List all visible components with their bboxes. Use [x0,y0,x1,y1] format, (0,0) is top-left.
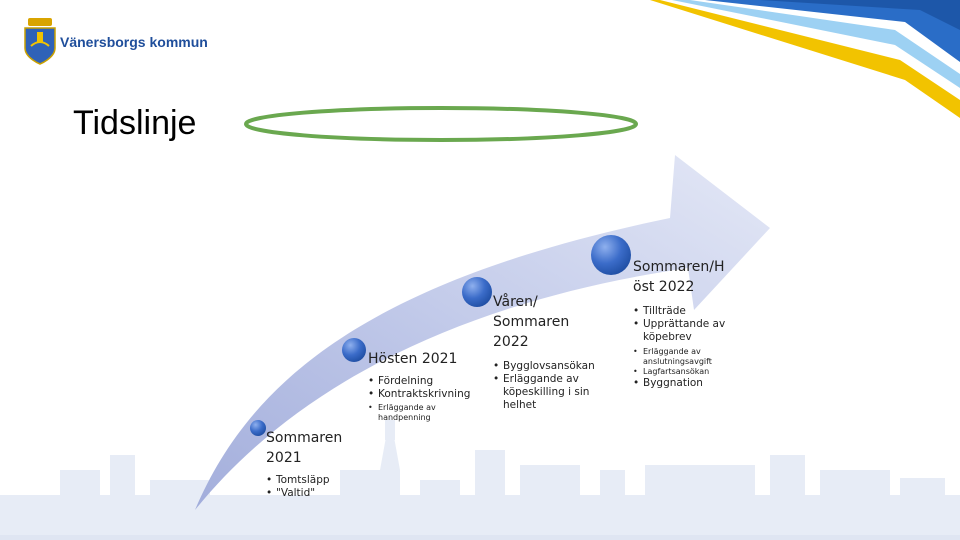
logo-text: Vänersborgs kommun [60,34,208,50]
stage-item: Tillträde [633,305,738,318]
stage-item: "Valtid" [266,487,376,500]
stage-item: Upprättande av köpebrev [633,318,738,344]
stage-title: Sommaren 2021 [266,430,343,466]
stage-item: Kontraktskrivning [368,388,488,401]
corner-stripes [650,0,960,118]
page-title: Tidslinje [73,104,197,142]
stage-title: Våren/ Sommaren 2022 [493,294,570,350]
city-skyline [0,415,960,540]
stage-title: Sommaren/H öst 2022 [633,259,725,295]
stage-title: Hösten 2021 [368,351,458,367]
stage-items: Tillträde Upprättande av köpebrev Erlägg… [633,305,738,390]
municipality-crest-icon [24,18,56,65]
stage-node-2 [342,338,366,362]
stage-2: Hösten 2021 Fördelning Kontraktskrivning… [368,349,488,423]
stage-items: Fördelning Kontraktskrivning Erläggande … [368,375,488,423]
logo [22,16,222,68]
stage-items: Bygglovsansökan Erläggande av köpeskilli… [493,360,595,412]
title-ellipse [244,106,638,142]
stage-node-3 [462,277,492,307]
stage-4: Sommaren/H öst 2022 Tillträde Upprättand… [633,257,738,390]
stage-node-4 [591,235,631,275]
stage-item: Bygglovsansökan [493,360,595,373]
stage-item: Tomtsläpp [266,474,376,487]
stage-item: Erläggande av köpeskilling i sin helhet [493,373,593,412]
stage-1: Sommaren 2021 Tomtsläpp "Valtid" [266,428,376,500]
stage-item: Byggnation [633,377,738,390]
stage-items: Tomtsläpp "Valtid" [266,474,376,500]
stage-item: Lagfartsansökan [633,367,738,377]
stage-3: Våren/ Sommaren 2022 Bygglovsansökan Erl… [493,292,595,412]
stage-node-1 [250,420,266,436]
stage-item: Fördelning [368,375,488,388]
stage-item: Erläggande av handpenning [368,403,488,423]
stage-item: Erläggande av anslutningsavgift [633,347,738,367]
